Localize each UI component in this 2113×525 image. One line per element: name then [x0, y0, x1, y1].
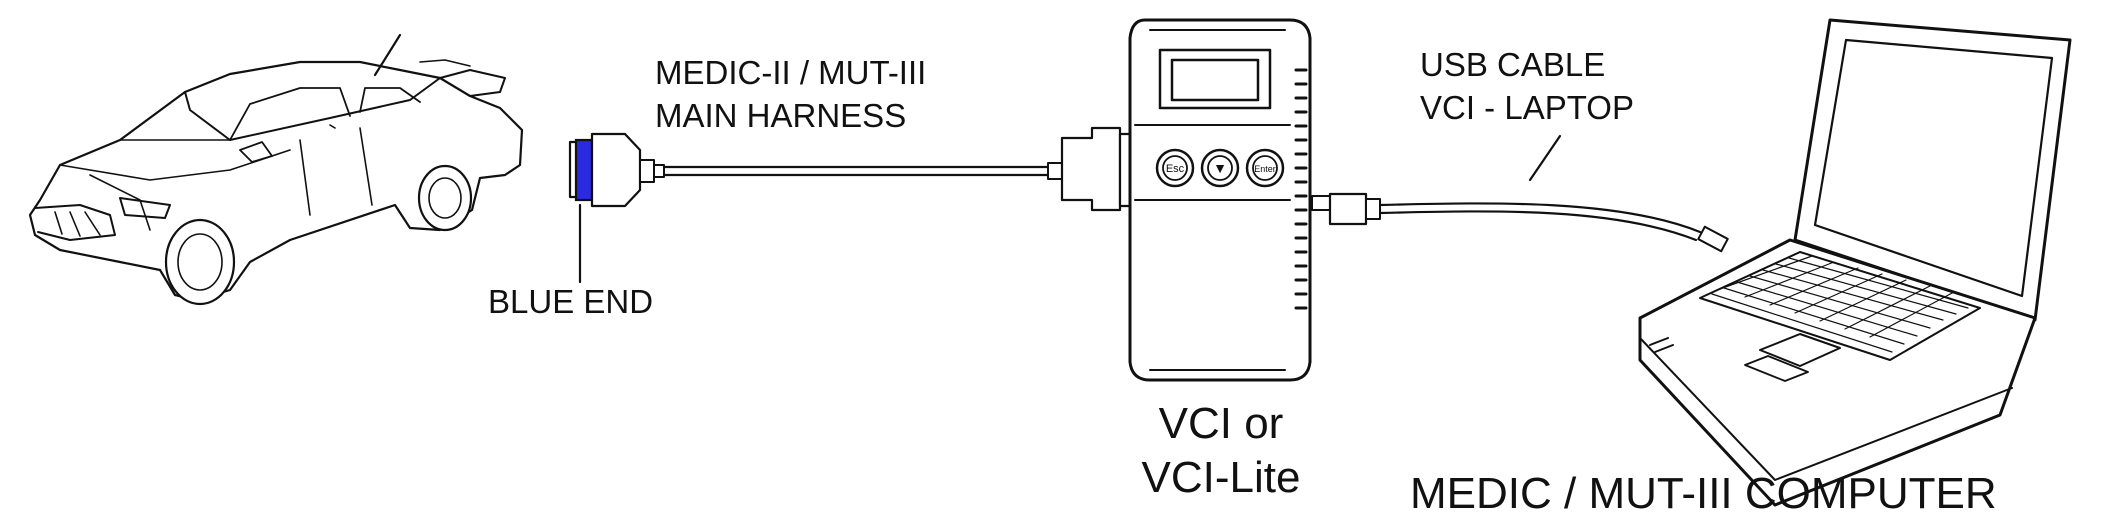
blue-end-label: BLUE END — [488, 283, 653, 320]
usb-plug-vci-end — [1328, 192, 1368, 226]
main-harness — [568, 126, 1136, 284]
enter-button: Enter — [1245, 148, 1285, 188]
esc-button-label: Esc — [1166, 163, 1185, 175]
usb-plug-laptop-end — [1697, 225, 1729, 253]
vci-device: Esc ▼ Enter — [1128, 18, 1331, 382]
laptop-keyboard — [1699, 251, 1981, 361]
enter-button-label: Enter — [1254, 164, 1276, 174]
vci-side-grip — [1294, 68, 1308, 310]
laptop-screen — [1813, 38, 2054, 298]
laptop-illustration — [1638, 18, 2072, 507]
vci-display — [1170, 58, 1260, 102]
car-illustration — [28, 33, 524, 306]
esc-button: Esc — [1155, 148, 1195, 188]
harness-connector-shell — [590, 132, 642, 208]
vci-usb-port — [1311, 195, 1331, 211]
vci-label-line1: VCI or — [1159, 399, 1284, 448]
usb-cable-label-line2: VCI - LAPTOP — [1420, 89, 1634, 126]
down-arrow-icon: ▼ — [1213, 160, 1227, 176]
blue-end-connector — [574, 138, 594, 202]
vci-side-connector — [1060, 126, 1122, 212]
computer-label: MEDIC / MUT-III COMPUTER — [1410, 469, 1997, 518]
vci-label-line2: VCI-Lite — [1142, 453, 1301, 502]
main-harness-label-line2: MAIN HARNESS — [655, 97, 906, 134]
usb-cable — [1328, 134, 1729, 253]
main-harness-label-line1: MEDIC-II / MUT-III — [655, 54, 926, 91]
down-button: ▼ — [1200, 148, 1240, 188]
usb-cable-label-line1: USB CABLE — [1420, 46, 1605, 83]
laptop-touchpad — [1759, 333, 1841, 367]
